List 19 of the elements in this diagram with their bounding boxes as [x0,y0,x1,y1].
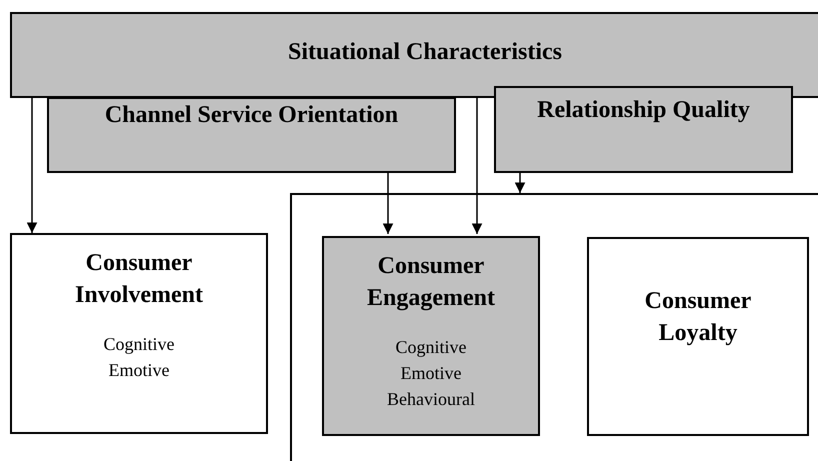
concept-box [10,233,268,434]
node-title: Situational Characteristics [288,38,562,67]
arrow [382,173,394,234]
node-title: Consumer Involvement [74,249,204,310]
node-title: Channel Service Orientation [104,101,398,130]
node-title: Consumer Loyalty [644,286,752,348]
arrow [472,98,482,234]
node-title: Relationship Quality [537,96,750,124]
group-frame [290,193,818,461]
node-detail: Cognitive Emotive Behavioural [386,336,476,411]
concept-box [587,237,809,436]
category-band [10,12,818,98]
category-box [494,86,793,173]
concept-box [322,236,540,436]
node-title: Consumer Engagement [366,252,496,313]
arrow [26,98,38,233]
category-box [47,97,456,173]
arrow [514,173,526,193]
node-detail: Cognitive Emotive [102,333,176,382]
